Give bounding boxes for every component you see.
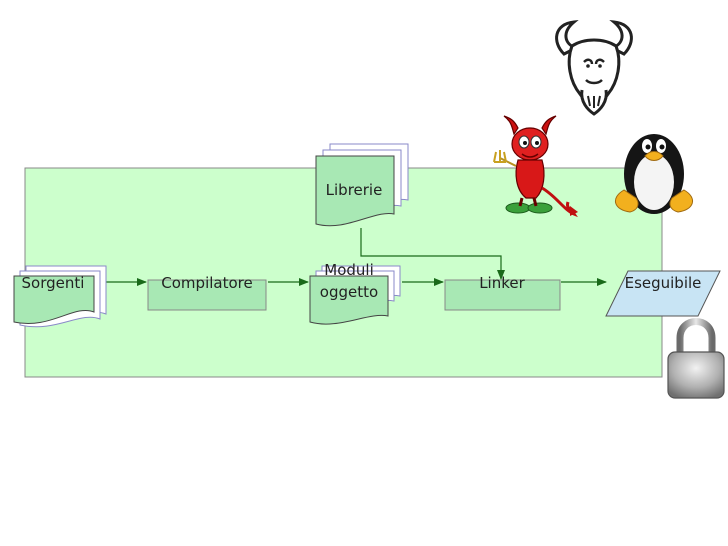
- librerie-label: Librerie: [326, 181, 383, 199]
- eseguibile-label: Eseguibile: [625, 274, 702, 292]
- linux-tux: [615, 134, 693, 214]
- bsd-daemon: [493, 115, 578, 218]
- moduli-label-line2: oggetto: [320, 283, 378, 301]
- edge-librerie-linker: [360, 228, 505, 280]
- linker-label: Linker: [479, 274, 525, 292]
- sorgenti-label: Sorgenti: [22, 274, 85, 292]
- compilatore-label: Compilatore: [161, 274, 252, 292]
- gnu-logo: [555, 20, 633, 116]
- node-sorgenti: Sorgenti: [13, 265, 107, 328]
- node-moduli-oggetto: Moduli oggetto: [309, 261, 401, 325]
- moduli-label-line1: Moduli: [324, 261, 373, 279]
- node-compilatore: Compilatore: [147, 274, 267, 311]
- edges: [104, 228, 607, 286]
- node-eseguibile: Eseguibile: [605, 270, 721, 317]
- node-librerie: Librerie: [315, 143, 409, 227]
- node-linker: Linker: [444, 274, 561, 311]
- padlock-icon: [667, 318, 725, 399]
